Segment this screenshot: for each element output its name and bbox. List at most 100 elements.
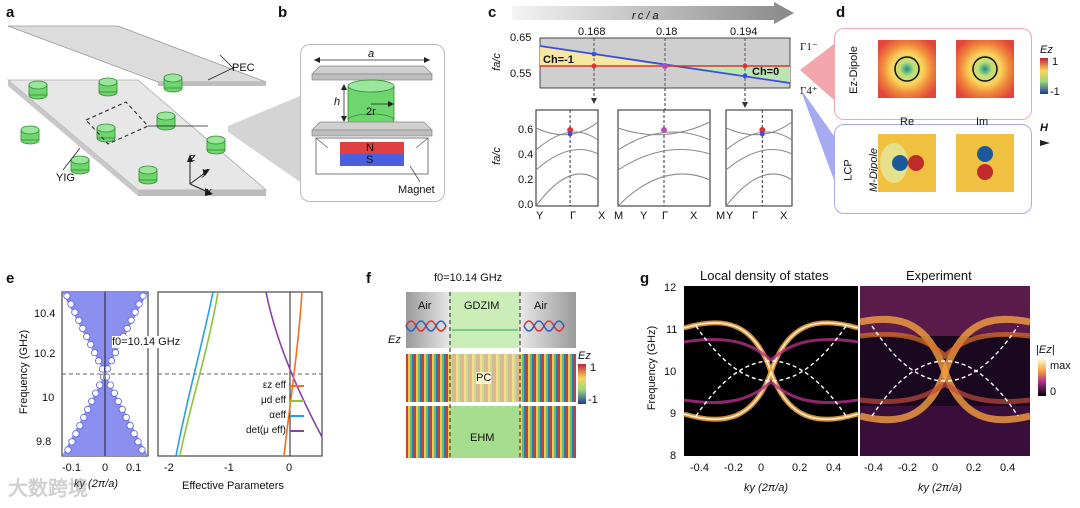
dim-2r-label: 2r [366, 106, 376, 118]
band-evolution-plot [539, 37, 791, 89]
pole-s-label: S [366, 154, 374, 166]
d-connectors [800, 44, 834, 180]
f-cbar-max: 1 [590, 362, 597, 374]
e-ytick-1: 10.4 [34, 308, 56, 320]
ch-left-label: Ch=-1 [543, 54, 574, 66]
f-title: f0=10.14 GHz [434, 272, 503, 284]
c-xtick: Γ [570, 210, 577, 222]
f-colorbar [578, 364, 586, 404]
gamma4-label: Γ4⁺ [800, 85, 818, 97]
g-xtick: 0.2 [792, 462, 808, 474]
dim-a-label: a [368, 48, 375, 60]
yig-label: YIG [56, 172, 75, 184]
f-cbar-min: -1 [588, 394, 598, 406]
e-xtick-l1: -0.1 [62, 462, 81, 474]
e-xtick-l2: 0 [102, 462, 109, 474]
g-cbar-max: max [1050, 360, 1071, 372]
g-xtick: 0 [758, 462, 765, 474]
c-ytick-04: 0.4 [518, 149, 534, 161]
yig-cylinder [70, 155, 90, 175]
e-xlabel-left: ky (2π/a) [74, 478, 119, 490]
d-cbar-max: 1 [1052, 56, 1059, 68]
m-dipole-box [834, 124, 1032, 214]
unit-cell-schematic [311, 57, 433, 183]
yig-cylinder [28, 80, 48, 100]
d-colorbar [1040, 58, 1048, 94]
f-ez-label: Ez [388, 334, 401, 346]
c-xtick: X [598, 210, 606, 222]
e-xtick-l3: 0.1 [126, 462, 142, 474]
c-ytick-06: 0.6 [518, 124, 534, 136]
d-cbar-title: Ez [1040, 44, 1053, 56]
g-ytick-9: 9 [670, 408, 677, 420]
panel-e-label: e [6, 270, 15, 287]
panel-f-label: f [366, 270, 371, 287]
c-top-ytick-1: 0.65 [510, 32, 532, 44]
c-xtick: X [690, 210, 698, 222]
axis-x-label: x [206, 186, 212, 198]
axis-z-label: z [190, 152, 196, 164]
c-xtick: X [780, 210, 788, 222]
c-xtick: M [614, 210, 624, 222]
h-field-label: H [1040, 122, 1048, 134]
g-xtick: -0.4 [864, 462, 883, 474]
g-xtick: 0 [932, 462, 939, 474]
c-xtick: Y [536, 210, 544, 222]
yig-cylinder [96, 123, 116, 143]
g-ytick-11: 11 [666, 324, 678, 336]
g-ylabel: Frequency (GHz) [646, 325, 659, 411]
g-ytick-8: 8 [670, 450, 677, 462]
c-xtick: Y [726, 210, 734, 222]
gamma1-label: Γ1⁻ [800, 41, 818, 53]
g-xtick: 0.2 [966, 462, 982, 474]
ch-right-label: Ch=0 [752, 66, 780, 78]
e-f0-label: f0=10.14 GHz [112, 336, 181, 348]
rc-mark-2: 0.18 [656, 26, 678, 38]
c-ytick-00: 0.0 [518, 199, 534, 211]
c-bands-yaxis: fa/c [490, 147, 503, 165]
f-cbar-title: Ez [578, 350, 591, 362]
yig-cylinder [98, 77, 118, 97]
g-xtick: 0.4 [826, 462, 842, 474]
g-xlabel-right: ky (2π/a) [918, 482, 963, 494]
f-ehm-label: EHM [470, 432, 495, 444]
yig-cylinder [138, 165, 158, 185]
dim-h-label: h [334, 96, 341, 108]
im-label: Im [976, 116, 989, 128]
g-colorbar [1038, 360, 1046, 396]
axis-y-label: y [202, 166, 208, 178]
c-xtick: Y [640, 210, 648, 222]
panel-a-label: a [6, 4, 15, 21]
ez-dipole-label: Ez-Dipole [847, 46, 860, 94]
f-air-left: Air [418, 300, 432, 312]
yig-cylinder [156, 111, 176, 131]
rc-mark-3: 0.194 [730, 26, 758, 38]
pole-n-label: N [366, 142, 374, 154]
legend-item: εz eff [228, 378, 304, 393]
c-xtick: Γ [752, 210, 759, 222]
band-subplot-3 [725, 109, 793, 207]
g-experiment-map [859, 286, 1031, 456]
pec-label: PEC [232, 62, 255, 74]
c-top-yaxis: fa/c [490, 53, 503, 71]
c-ytick-02: 0.2 [518, 174, 534, 186]
g-xtick: 0.4 [1000, 462, 1016, 474]
e-right-plot [157, 291, 323, 457]
e-left-plot [61, 291, 149, 457]
g-xtick: -0.4 [690, 462, 709, 474]
e-ytick-2: 10.2 [34, 348, 56, 360]
degeneracy-point [661, 127, 667, 133]
legend-item: μd eff [228, 393, 304, 408]
e-xtick-r1: -2 [164, 462, 174, 474]
legend-item: αeff [228, 408, 304, 423]
yig-cylinder [206, 135, 226, 155]
e-xtick-r3: 0 [286, 462, 293, 474]
panel-c-label: c [488, 4, 497, 21]
g-xlabel-left: ky (2π/a) [744, 482, 789, 494]
yig-cylinder [163, 73, 183, 93]
h-field-arrow [1040, 140, 1050, 146]
f-air-right: Air [534, 300, 548, 312]
degeneracy-point [567, 127, 574, 133]
band-structure-plots [535, 109, 793, 207]
mode-field-maps [878, 40, 1014, 192]
